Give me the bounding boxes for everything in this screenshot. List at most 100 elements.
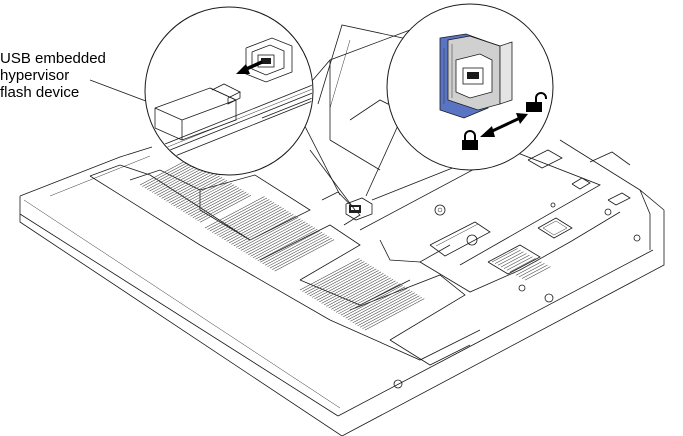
- unlocked-padlock-icon: [526, 92, 547, 112]
- heatsink-fin: [248, 223, 308, 256]
- heatsink-fin: [255, 227, 316, 260]
- heatsink-fin: [195, 191, 247, 220]
- heatsink-fin: [147, 162, 199, 190]
- magnifier-right: [386, 3, 554, 171]
- heatsink-fin: [171, 177, 223, 205]
- heatsink-fins-group: [139, 157, 425, 331]
- heatsink-fin: [245, 221, 306, 254]
- heatsink-fin: [192, 190, 244, 218]
- heatsink-fin: [216, 203, 277, 236]
- heatsink-fin: [355, 292, 415, 325]
- heatsink-fin: [331, 277, 391, 310]
- heatsink-fin: [166, 174, 218, 202]
- heatsink-fin: [233, 214, 294, 247]
- heatsink-fin: [252, 226, 313, 259]
- heatsink-fin: [257, 228, 318, 261]
- heatsink-fin: [224, 208, 284, 241]
- heatsink-fin: [264, 233, 325, 266]
- heatsink-fin: [197, 193, 249, 221]
- heatsink-fin: [163, 172, 216, 201]
- heatsink-fin: [359, 295, 420, 328]
- drive-bays: [89, 164, 481, 366]
- heatsink-fin: [323, 273, 384, 306]
- heatsink-fin: [190, 189, 242, 217]
- heatsink-fin: [175, 180, 228, 208]
- heatsink-fin: [364, 298, 425, 331]
- heatsink-fin: [199, 194, 252, 223]
- heatsink-fin: [185, 186, 237, 214]
- heatsink-fin: [299, 258, 360, 291]
- callout-line-1: USB embedded: [0, 50, 106, 67]
- heatsink-fin: [307, 262, 367, 295]
- heatsink-fin: [260, 230, 320, 263]
- heatsink-fin: [243, 220, 304, 253]
- heatsink-fin: [156, 168, 208, 196]
- heatsink-fin: [228, 211, 289, 244]
- callout-line-3: flash device: [0, 84, 80, 101]
- heatsink-fin: [267, 234, 328, 267]
- heatsink-fin: [335, 280, 396, 313]
- heatsink-fin: [321, 271, 382, 304]
- heatsink-fin: [187, 187, 240, 216]
- heatsink-fin: [238, 217, 299, 250]
- heatsink-fin: [343, 285, 403, 318]
- heatsink-fin: [207, 197, 268, 230]
- heatsink-fin: [214, 202, 275, 235]
- heatsink-fin: [183, 184, 235, 213]
- heatsink-fin: [142, 159, 194, 187]
- heatsink-fin: [357, 293, 418, 326]
- heatsink-fin: [180, 183, 232, 211]
- heatsink-fin: [491, 248, 518, 263]
- heatsink-fin: [204, 196, 265, 229]
- heatsink-fin: [274, 239, 335, 272]
- heatsink-fin: [168, 175, 220, 204]
- locked-padlock-icon: [462, 130, 478, 150]
- heatsink-fin: [154, 166, 206, 195]
- heatsink-fin: [362, 296, 423, 329]
- heatsink-fin: [319, 270, 379, 303]
- heatsink-fin: [512, 259, 539, 274]
- heatsink-fin: [212, 200, 272, 233]
- heatsink-fin: [338, 282, 399, 315]
- heatsink-fin: [221, 206, 282, 239]
- heatsink-fin: [139, 157, 192, 186]
- heatsink-fin: [509, 258, 536, 273]
- heatsink-fin: [178, 181, 230, 210]
- heatsink-fin: [219, 205, 280, 238]
- heatsink-fin: [311, 265, 372, 298]
- heatsink-fin: [518, 263, 545, 278]
- heatsink-fin: [506, 256, 533, 271]
- heatsink-fin: [272, 237, 332, 270]
- heatsink-fin: [326, 274, 387, 307]
- heatsink-fin: [328, 276, 389, 309]
- callout-label: USB embedded hypervisor flash device: [0, 50, 135, 101]
- heatsink-fin: [314, 267, 375, 300]
- insert-arrow-icon: [236, 60, 263, 74]
- heatsink-fin: [209, 199, 270, 232]
- heatsink-fin: [161, 171, 213, 199]
- heatsink-fin: [345, 286, 406, 319]
- heatsink-fin: [151, 165, 204, 193]
- heatsink-fin: [309, 264, 370, 297]
- magnifier-left: [144, 6, 314, 176]
- heatsink-fin: [340, 283, 401, 316]
- heatsink-fin: [524, 266, 551, 281]
- heatsink-fin: [333, 279, 394, 312]
- server-chassis: [19, 24, 665, 436]
- heatsink-fin: [500, 253, 527, 268]
- double-arrow-icon: [480, 113, 528, 137]
- callout-line-2: hypervisor: [0, 67, 70, 84]
- heatsink-fin: [497, 251, 524, 266]
- heatsink-fin: [231, 212, 292, 245]
- heatsink-fin: [149, 163, 201, 192]
- heatsink-fin: [347, 288, 408, 321]
- heatsink-fin: [159, 169, 211, 198]
- system-board: [359, 149, 631, 293]
- heatsink-fin: [515, 261, 542, 276]
- heatsink-fin: [236, 215, 296, 248]
- heatsink-fin: [521, 264, 548, 279]
- heatsink-fin: [302, 259, 363, 292]
- heatsink-fin: [494, 249, 521, 264]
